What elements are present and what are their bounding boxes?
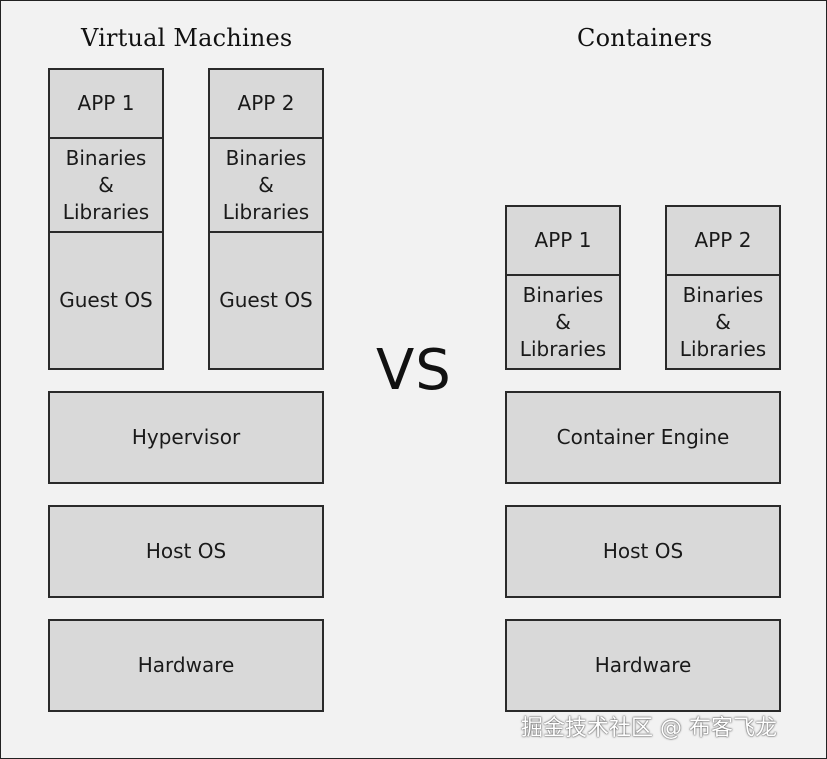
container-app2-binaries: Binaries & Libraries [665,274,781,370]
vm-app2-guest-os: Guest OS [208,231,324,370]
hypervisor-box: Hypervisor [48,391,324,484]
containers-heading: Containers [577,24,713,52]
container-app1-binaries: Binaries & Libraries [505,274,621,370]
vm-app1-guest-os: Guest OS [48,231,164,370]
vm-heading: Virtual Machines [81,24,293,52]
container-app1-box: APP 1 [505,205,621,276]
vm-host-os-box: Host OS [48,505,324,598]
container-host-os-box: Host OS [505,505,781,598]
watermark-text: 掘金技术社区 @ 布客飞龙 [521,716,777,741]
container-hardware-box: Hardware [505,619,781,712]
vs-label: VS [376,338,452,403]
vm-app1-binaries: Binaries & Libraries [48,137,164,233]
vm-app1-box: APP 1 [48,68,164,139]
vm-hardware-box: Hardware [48,619,324,712]
container-app2-box: APP 2 [665,205,781,276]
vm-app2-binaries: Binaries & Libraries [208,137,324,233]
vm-app2-box: APP 2 [208,68,324,139]
container-engine-box: Container Engine [505,391,781,484]
